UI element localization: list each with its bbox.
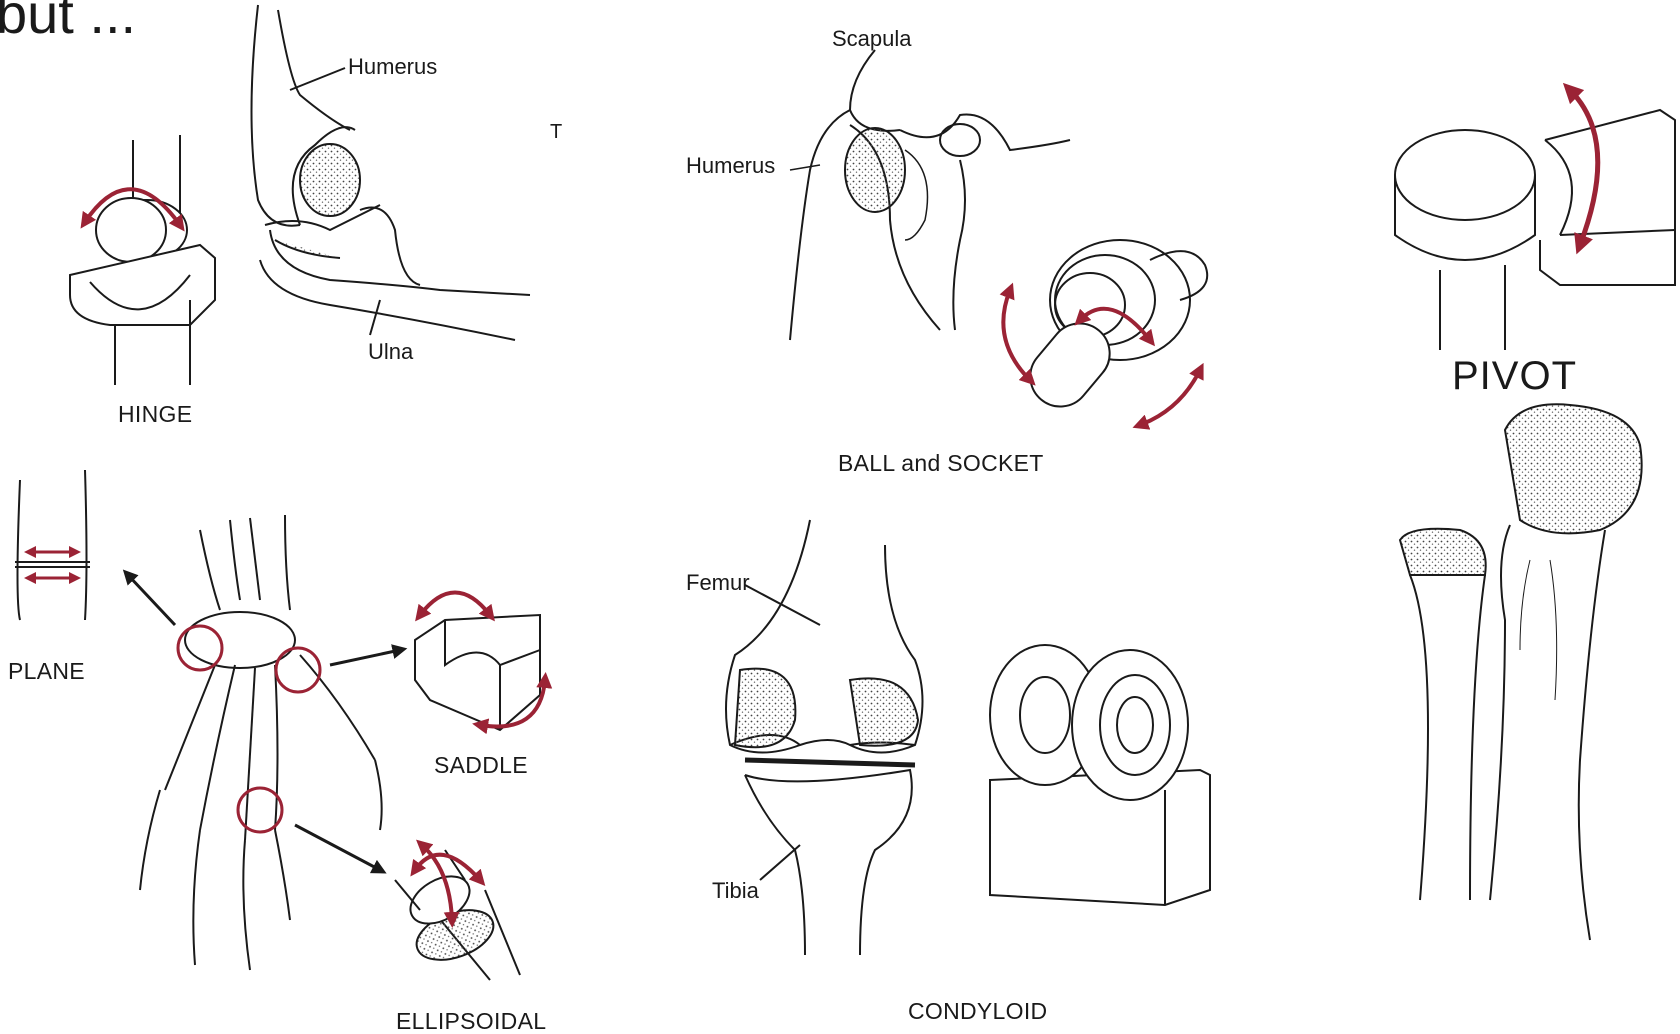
saddle-caption: SADDLE [434,754,528,777]
radioulnar-illustration [1400,404,1642,940]
ball-socket-model [1003,240,1207,425]
hinge-caption: HINGE [118,403,192,426]
humerus-label-elbow: Humerus [348,56,437,78]
plane-caption: PLANE [8,660,85,683]
ellipsoidal-model [395,845,520,980]
hand-skeleton [128,515,400,970]
plane-model [15,470,90,620]
condyloid-model [990,645,1210,905]
ball-socket-caption: BALL and SOCKET [838,452,1044,475]
hinge-model [70,135,215,385]
pivot-caption: PIVOT [1452,356,1577,396]
shoulder-illustration [790,50,1070,340]
tibia-label: Tibia [712,880,759,902]
saddle-arrow-top [420,593,490,616]
condyloid-caption: CONDYLOID [908,1000,1047,1023]
humerus-label-shoulder: Humerus [686,155,775,177]
slide-heading: but ... [0,0,136,42]
pivot-model [1395,90,1675,350]
stray-mark: T [550,122,562,142]
ulna-label: Ulna [368,341,413,363]
femur-label: Femur [686,572,750,594]
ellipsoidal-caption: ELLIPSOIDAL [396,1010,546,1033]
scapula-label: Scapula [832,28,912,50]
saddle-model [415,593,545,731]
